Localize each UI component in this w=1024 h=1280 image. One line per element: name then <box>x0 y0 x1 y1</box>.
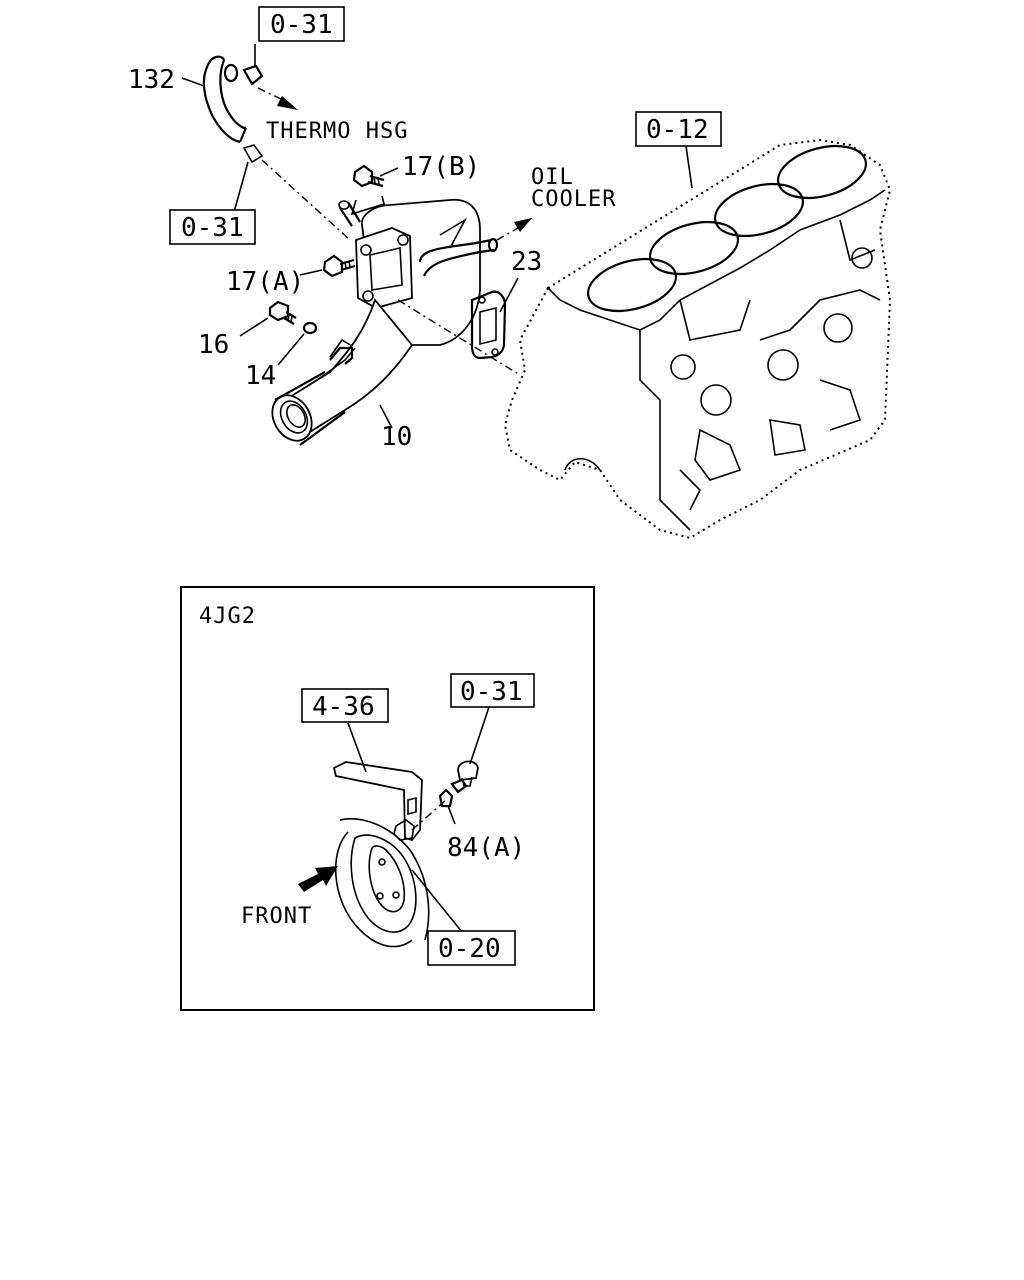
oil-cooler-assembly <box>271 198 499 446</box>
callout-box-031-top: 0-31 <box>258 6 345 42</box>
part-14: 14 <box>245 361 276 391</box>
callout-box-031-left: 0-31 <box>169 209 256 245</box>
arrow-thermo-hsg <box>257 87 298 110</box>
callout-box-020: 0-20 <box>427 930 516 966</box>
label-thermo-hsg: THERMO HSG <box>266 119 408 144</box>
inset-title: 4JG2 <box>199 604 256 629</box>
part-10: 10 <box>381 422 412 452</box>
label-oil: OIL <box>531 165 574 190</box>
centerline-hose <box>261 159 351 241</box>
callout-box-012: 0-12 <box>635 111 722 147</box>
callout-box-031-inset: 0-31 <box>450 673 535 708</box>
arrow-oil-cooler <box>496 218 532 241</box>
label-cooler: COOLER <box>531 187 616 212</box>
callout-031-left: 0-31 <box>181 213 244 243</box>
part-132: 132 <box>128 65 175 95</box>
label-front: FRONT <box>241 904 312 929</box>
callout-436: 4-36 <box>312 692 375 722</box>
inset-4jg2: 4JG2 <box>180 586 595 1011</box>
part-17b: 17(B) <box>402 152 480 182</box>
bolt-16 <box>268 300 297 325</box>
callout-031-inset: 0-31 <box>460 677 523 707</box>
centerline-block <box>397 299 521 376</box>
callout-box-436: 4-36 <box>301 688 389 723</box>
leader-lines <box>181 44 693 429</box>
callout-012: 0-12 <box>646 115 709 145</box>
part-17a: 17(A) <box>226 267 304 297</box>
bolt-17b <box>352 164 385 188</box>
gasket-23 <box>470 290 507 360</box>
part-16: 16 <box>198 330 229 360</box>
part-84a: 84(A) <box>447 833 525 863</box>
hose-132 <box>202 55 264 164</box>
callout-020: 0-20 <box>438 934 501 964</box>
washer-14 <box>302 321 318 335</box>
bracket-14 <box>329 346 354 365</box>
part-23: 23 <box>511 247 542 277</box>
engine-block <box>503 138 892 540</box>
bolt-17a <box>322 254 356 278</box>
callout-031-top: 0-31 <box>270 10 333 40</box>
